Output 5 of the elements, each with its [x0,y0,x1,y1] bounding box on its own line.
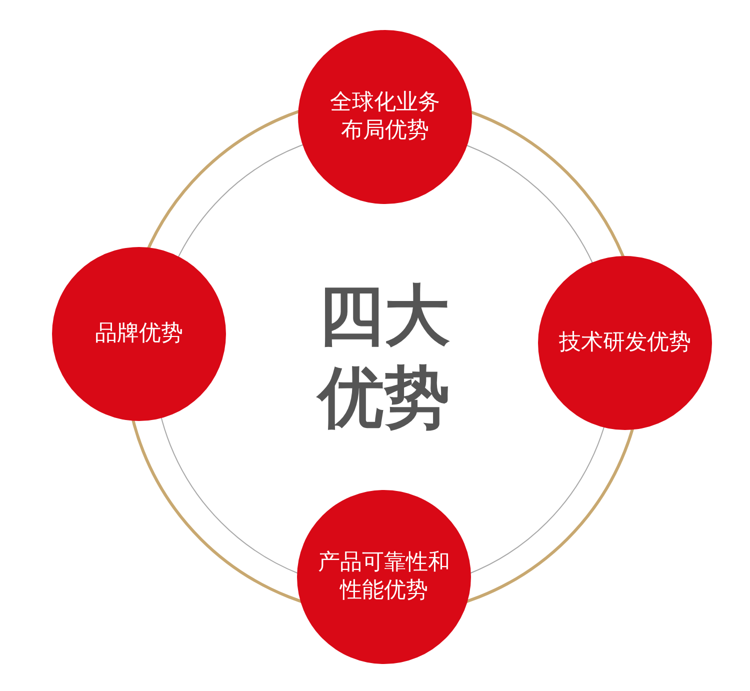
node-label: 技术研发优势 [558,329,692,357]
center-title: 四大优势 [315,276,451,438]
node-label: 品牌优势 [94,320,184,348]
node-label: 产品可靠性和性能优势 [317,549,451,605]
node-label: 全球化业务布局优势 [329,89,441,145]
